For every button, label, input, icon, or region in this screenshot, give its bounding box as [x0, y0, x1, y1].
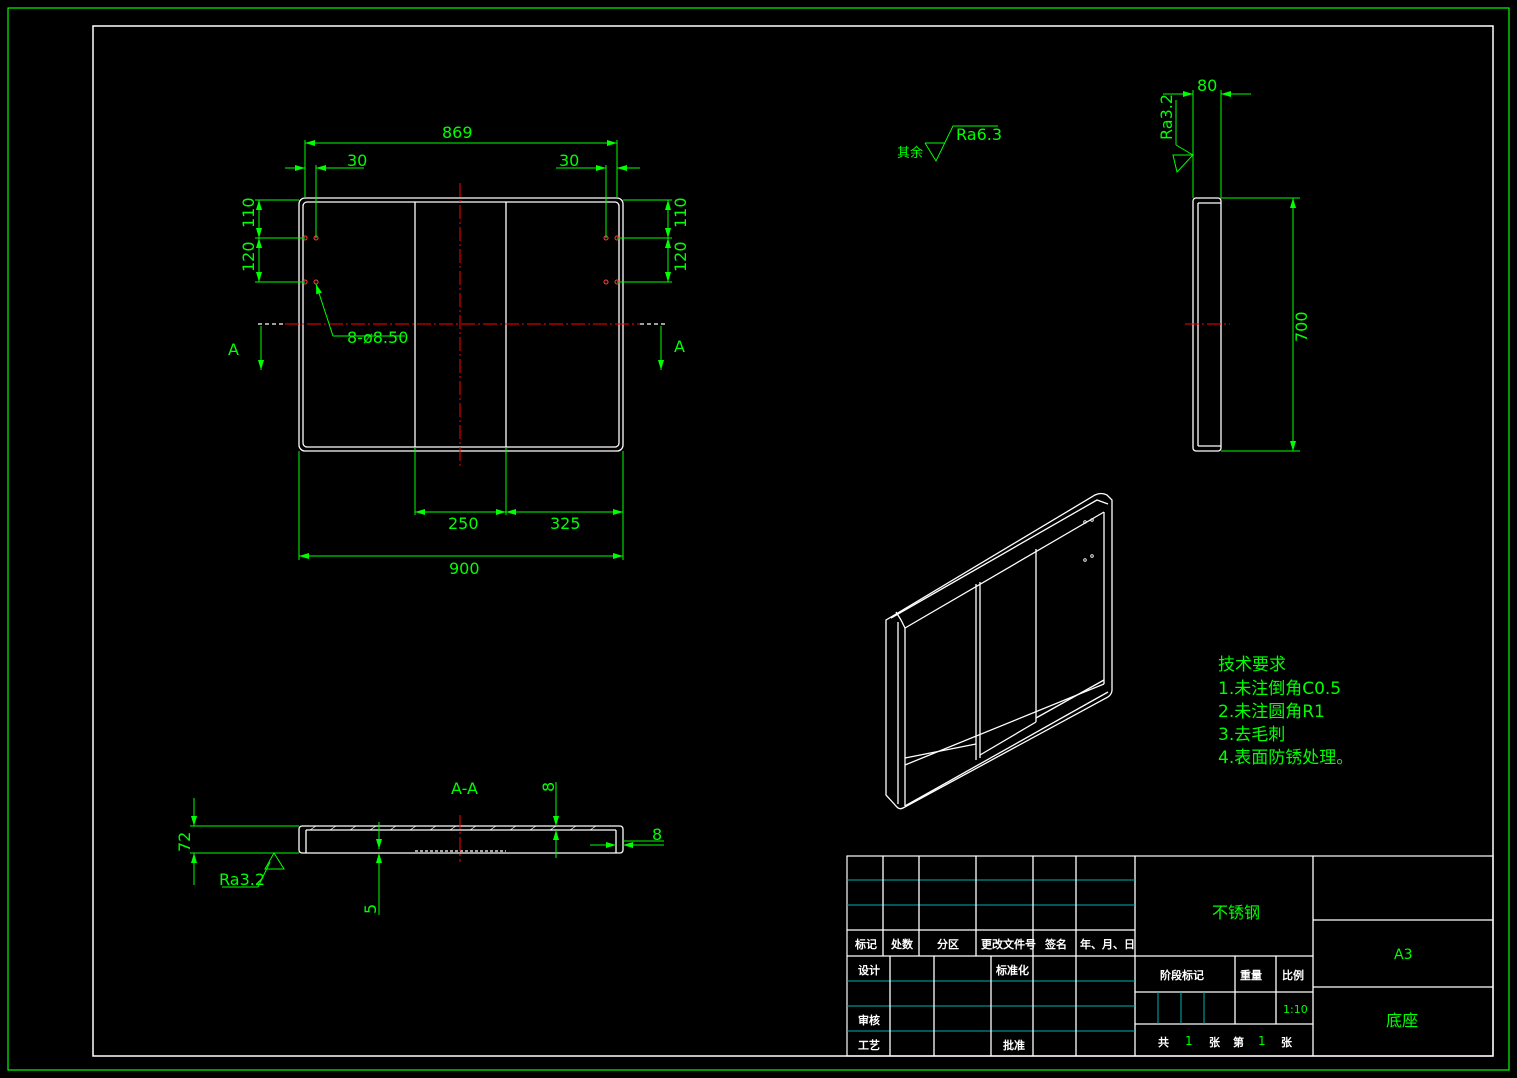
mounting-holes: [302, 235, 620, 285]
dim-120-right: 120: [671, 241, 690, 272]
dim-869: 869: [442, 123, 473, 142]
material-name: 不锈钢: [1212, 903, 1260, 922]
dim-30-left: 30: [347, 151, 367, 170]
label-scale: 比例: [1282, 968, 1304, 982]
dim-8-top: 8: [539, 782, 558, 792]
dim-110-left: 110: [239, 197, 258, 228]
ra-section: Ra3.2: [219, 870, 265, 889]
isometric-view: [885, 492, 1113, 810]
inner-border: [92, 25, 1494, 1057]
header-zone: 分区: [937, 937, 959, 951]
tech-requirements: 技术要求 1.未注倒角C0.5 2.未注圆角R1 3.去毛刺 4.表面防锈处理。: [1218, 655, 1353, 768]
dim-250: 250: [448, 514, 479, 533]
header-mark: 标记: [854, 937, 877, 951]
label-stage-mark: 阶段标记: [1160, 968, 1204, 982]
section-label-left: A: [228, 340, 239, 359]
label-process: 工艺: [858, 1038, 880, 1052]
roughness-other-label: 其余: [897, 145, 923, 161]
dim-72: 72: [175, 832, 194, 852]
scale-value: 1:10: [1283, 1003, 1308, 1016]
sheet-number: 1: [1258, 1034, 1266, 1048]
ra-side: Ra3.2: [1157, 94, 1176, 140]
part-name: 底座: [1386, 1011, 1418, 1030]
dim-holes: 8-ø8.50: [347, 328, 408, 347]
section-label-right: A: [674, 337, 685, 356]
tech-item-1: 1.未注倒角C0.5: [1218, 679, 1341, 699]
section-view: A-A 72 Ra3.2 8 8 5: [175, 779, 664, 915]
tech-item-3: 3.去毛刺: [1218, 725, 1285, 745]
dim-110-right: 110: [671, 197, 690, 228]
header-change-doc: 更改文件号: [981, 937, 1036, 951]
tech-title: 技术要求: [1218, 655, 1286, 675]
dim-80: 80: [1197, 76, 1217, 95]
label-weight: 重量: [1240, 968, 1262, 982]
total-sheets: 1: [1185, 1034, 1193, 1048]
section-title: A-A: [451, 779, 478, 798]
tech-item-4: 4.表面防锈处理。: [1218, 748, 1353, 768]
label-design: 设计: [858, 963, 880, 977]
label-standardize: 标准化: [995, 963, 1029, 977]
tech-item-2: 2.未注圆角R1: [1218, 702, 1325, 722]
label-approve: 批准: [1003, 1038, 1025, 1052]
label-sheet-no: 第: [1233, 1035, 1244, 1049]
side-view: 80 Ra3.2 700: [1157, 76, 1311, 452]
section-arrow-right: A: [658, 326, 685, 370]
section-arrow-left: A: [228, 326, 264, 370]
outer-border: [7, 7, 1510, 1071]
dim-30-right: 30: [559, 151, 579, 170]
dim-120-left: 120: [239, 241, 258, 272]
sheet-size: A3: [1394, 947, 1412, 963]
label-total: 共: [1158, 1035, 1169, 1049]
title-block: 标记 处数 分区 更改文件号 签名 年、月、日 设计 标准化 审核 工艺 批准 …: [846, 855, 1494, 1057]
dim-900: 900: [449, 559, 480, 578]
header-count: 处数: [890, 937, 914, 951]
dim-8-right: 8: [652, 825, 662, 844]
label-sheet-unit-2: 张: [1281, 1035, 1293, 1049]
general-roughness: 其余 Ra6.3: [897, 125, 1002, 163]
label-review: 审核: [858, 1013, 880, 1027]
header-signature: 签名: [1044, 937, 1067, 951]
dim-5: 5: [361, 904, 380, 914]
front-view: A A 869 30 30 110 120 110: [228, 123, 690, 578]
header-date: 年、月、日: [1080, 937, 1135, 951]
dim-700: 700: [1292, 311, 1311, 342]
label-sheet-unit-1: 张: [1209, 1035, 1221, 1049]
dim-325: 325: [550, 514, 581, 533]
roughness-value: Ra6.3: [956, 125, 1002, 144]
